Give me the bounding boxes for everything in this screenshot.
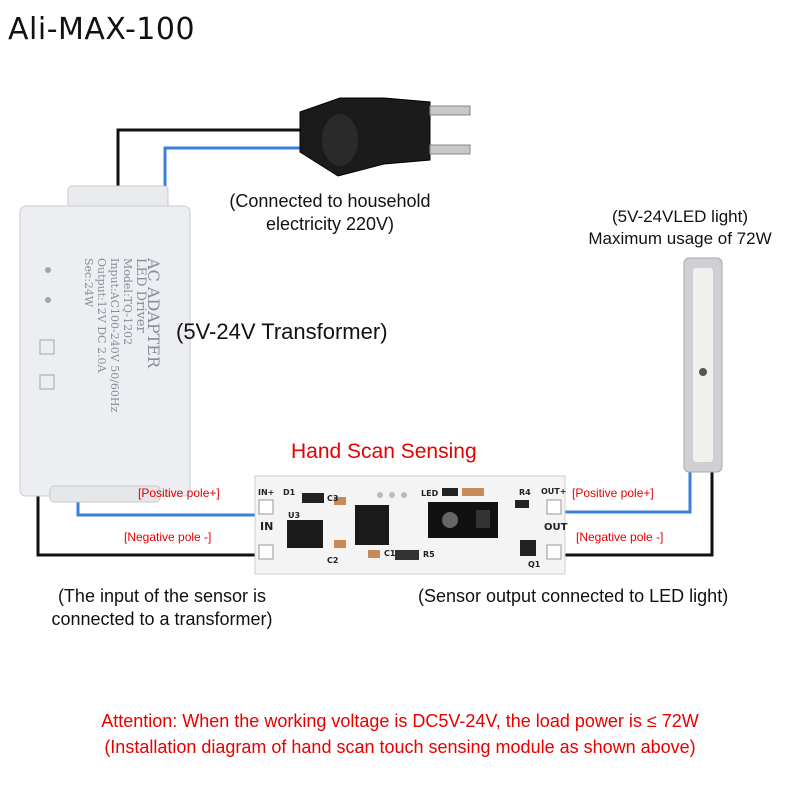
pcb-label-out-plus: OUT+ [541,487,567,496]
transformer-label-line: Sec:24W [82,258,95,308]
output-wire-black [565,470,714,557]
pcb-label-c2: C2 [327,556,339,565]
transformer-label: AC ADAPTER LED Driver Model:TQ-1202 Inpu… [82,258,163,438]
output-positive-label: [Positive pole+] [572,486,654,500]
transformer [19,185,191,503]
input-wire-black [36,490,255,557]
plug-wire-blue [163,146,300,200]
transformer-caption: (5V-24V Transformer) [176,319,388,344]
plug-caption-line: (Connected to household [229,191,431,211]
pcb-label-in-plus: IN+ [258,488,275,497]
led-caption-line: (5V-24VLED light) [611,207,749,226]
led-light-bar [683,257,723,473]
power-plug [299,97,471,177]
transformer-label-line: Input:AC100-240V 50/60Hz [108,258,121,413]
installation-note: (Installation diagram of hand scan touch… [104,737,696,757]
output-wire-blue [565,470,692,514]
pcb-label-c1: C1 [384,549,396,558]
pcb-label-u3: U3 [288,511,301,520]
module-title: Hand Scan Sensing [291,440,477,463]
pcb-label-led: LED [421,489,439,498]
pcb-label-r5: R5 [423,550,435,559]
pcb-label-c3: C3 [327,494,339,503]
pcb-label-d1: D1 [283,488,296,497]
pcb-label-q1: Q1 [528,560,541,569]
input-positive-label: [Positive pole+] [138,486,220,500]
input-caption-line: connected to a transformer) [51,609,273,629]
led-caption: (5V-24VLED light) Maximum usage of 72W [562,206,798,250]
transformer-label-line: Output:12V DC 2.0A [95,258,108,373]
input-caption: (The input of the sensor is connected to… [22,585,302,631]
plug-caption: (Connected to household electricity 220V… [205,190,455,236]
input-negative-label: [Negative pole -] [124,530,212,544]
input-caption-line: (The input of the sensor is [57,586,267,606]
pcb-label-out: OUT [544,522,568,533]
transformer-label-line: AC ADAPTER [144,258,163,368]
plug-wire-black [116,128,300,200]
pcb-label-in: IN [260,520,274,533]
led-caption-line: Maximum usage of 72W [588,229,772,248]
output-caption: (Sensor output connected to LED light) [418,586,729,606]
output-negative-label: [Negative pole -] [576,530,664,544]
pcb-label-r4: R4 [519,488,531,497]
sensor-pcb [254,475,566,575]
attention-note: Attention: When the working voltage is D… [101,711,699,731]
plug-caption-line: electricity 220V) [265,214,395,234]
transformer-label-line: Model:TQ-1202 [121,258,134,346]
page-title: Ali-MAX-100 [8,12,196,47]
